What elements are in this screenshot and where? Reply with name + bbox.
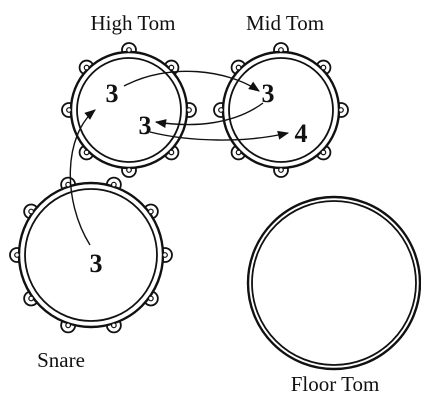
lug-hole xyxy=(126,47,132,53)
high-tom-label: High Tom xyxy=(90,11,175,35)
lug-hole xyxy=(235,149,242,156)
lug-hole xyxy=(168,64,175,71)
lug-hole xyxy=(28,208,35,215)
lug-hole xyxy=(65,322,72,329)
snare-drum xyxy=(9,176,173,334)
mid-tom-label: Mid Tom xyxy=(246,11,324,35)
lug-hole xyxy=(110,322,117,329)
lug-hole xyxy=(278,47,284,53)
drum-head xyxy=(24,188,158,322)
lug-hole xyxy=(162,252,168,258)
lug-hole xyxy=(110,181,117,188)
drum-head xyxy=(76,57,182,163)
lug-hole xyxy=(320,64,327,71)
beat-number-snare: 3 xyxy=(90,249,103,278)
lug-hole xyxy=(235,64,242,71)
lug-hole xyxy=(147,208,154,215)
floor-tom-drum xyxy=(246,195,421,371)
beat-number-high-tom-first: 3 xyxy=(106,79,119,108)
drum-head xyxy=(228,57,334,163)
lug-hole xyxy=(126,167,132,173)
lug-hole xyxy=(320,149,327,156)
arrow-high-tom-to-mid-tom xyxy=(123,70,260,92)
lug-hole xyxy=(83,149,90,156)
drum-head xyxy=(251,200,417,366)
high-tom-drum xyxy=(61,42,197,178)
lug-hole xyxy=(83,64,90,71)
beat-number-mid-tom-first: 3 xyxy=(262,79,275,108)
lug-hole xyxy=(65,181,72,188)
lug-hole xyxy=(66,107,72,113)
lug-hole xyxy=(14,252,20,258)
floor-tom-label: Floor Tom xyxy=(291,372,380,396)
lug-hole xyxy=(218,107,224,113)
lug-hole xyxy=(28,295,35,302)
arrow-snare-to-high-tom xyxy=(69,109,96,246)
arrow-mid-tom-to-high-tom xyxy=(154,102,264,128)
lug-hole xyxy=(338,107,344,113)
mid-tom-drum xyxy=(213,42,349,178)
lug-hole xyxy=(278,167,284,173)
lug-hole xyxy=(168,149,175,156)
arrow-high-tom-to-mid-tom-second xyxy=(149,130,290,141)
lug-hole xyxy=(186,107,192,113)
lug-hole xyxy=(147,295,154,302)
beat-number-mid-tom-second: 4 xyxy=(295,119,308,148)
snare-label: Snare xyxy=(37,348,85,372)
beat-number-high-tom-second: 3 xyxy=(139,111,152,140)
